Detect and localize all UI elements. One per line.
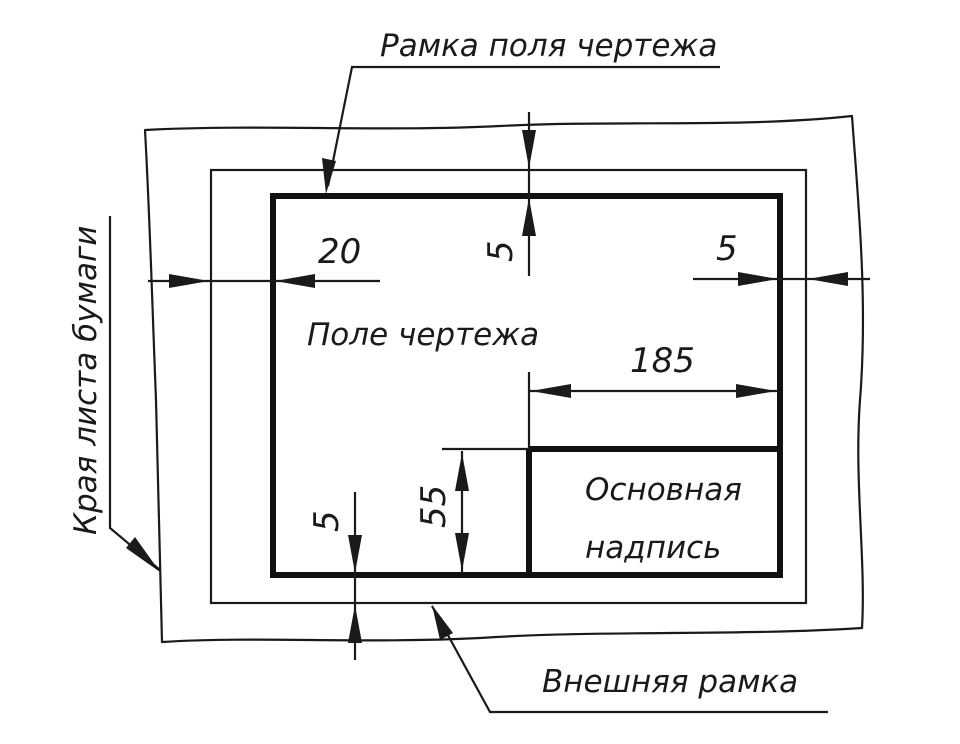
dim-right-5-arrow-right [808,272,848,286]
dim-55-arrow-bottom [455,533,469,571]
label-outer-frame: Внешняя рамка [542,664,798,700]
paper-sheet-edge [143,114,865,644]
outer-frame [209,168,808,605]
leader-paper-edges-arrow [126,537,160,572]
dim-right-5-arrow-left [738,272,778,286]
leader-frame-field [326,65,720,187]
dim-top-5-arrow-lower [522,198,536,236]
dim-185-arrow-right [736,384,776,398]
leader-frame-field-arrow [322,158,336,194]
leader-paper-edges [108,216,161,571]
label-frame-field: Рамка поля чертежа [380,28,717,64]
dim-20-arrow-left [169,274,209,288]
dim-20-arrow-right [275,274,315,288]
label-paper-edges: Края листа бумаги [68,226,104,535]
dim-185-label: 185 [630,341,695,381]
dim-185-arrow-left [531,384,571,398]
label-drawing-field: Поле чертежа [307,317,539,353]
leader-outer-frame [431,605,828,714]
dim-20-label: 20 [318,232,361,272]
leader-outer-frame-arrow [432,605,453,640]
dim-55-arrow-top [455,453,469,491]
dim-bottom-5-label: 5 [307,510,347,532]
dim-top-5-arrow-upper [522,130,536,168]
dim-top-5-label: 5 [481,240,521,262]
label-title-block-line1: Основная [585,472,742,508]
dim-bottom-5-arrow-lower [348,605,362,643]
dim-right-5-label: 5 [716,229,738,269]
dim-bottom-5-arrow-upper [348,535,362,573]
dim-55-label: 55 [414,485,454,528]
label-title-block-line2: надпись [585,530,721,566]
